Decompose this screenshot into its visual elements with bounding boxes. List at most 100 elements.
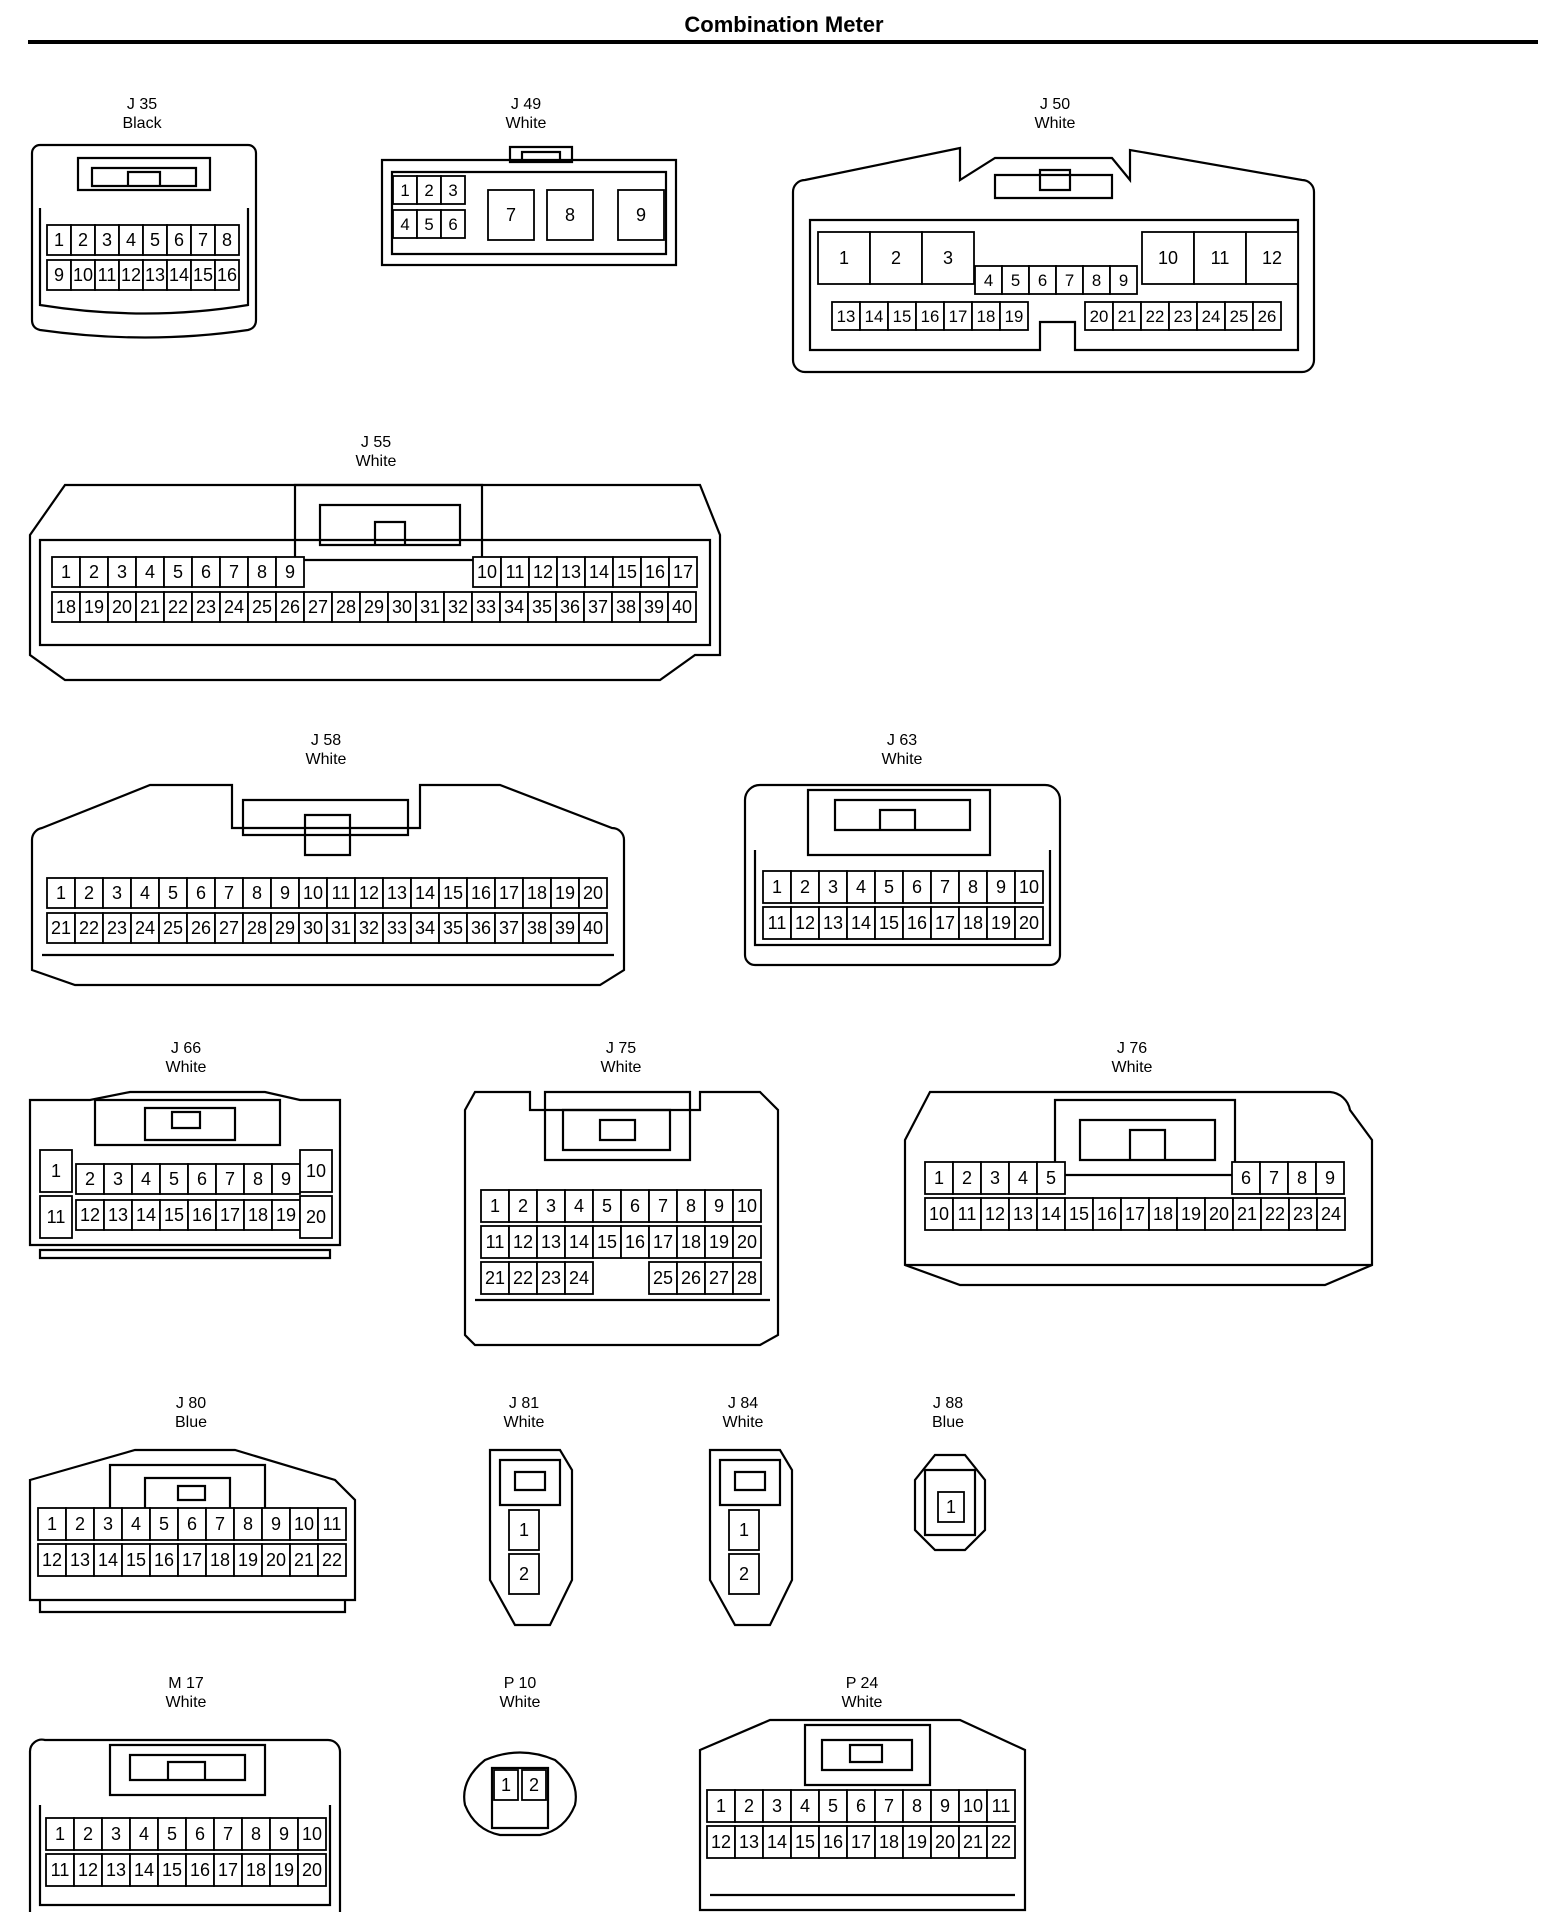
latch	[806, 788, 992, 857]
connector-color: Blue	[174, 1414, 208, 1431]
pin-cell	[1084, 301, 1114, 331]
pin-number: 3	[117, 562, 127, 582]
pin-number: 19	[1181, 1204, 1201, 1224]
connector-j88: 1	[913, 1453, 987, 1552]
pin-cell	[1008, 1197, 1038, 1231]
pin-number: 2	[84, 883, 94, 903]
pin-number: 1	[56, 883, 66, 903]
pin-number: 13	[145, 265, 165, 285]
pin-number: 2	[962, 1168, 972, 1188]
pin-cell	[921, 231, 975, 285]
pin-number: 23	[541, 1268, 561, 1288]
pin-number: 3	[546, 1196, 556, 1216]
housing-outline	[28, 1738, 342, 1912]
pin-number: 40	[672, 597, 692, 617]
housing-inner	[38, 1248, 332, 1260]
pin-cell	[546, 189, 594, 241]
connector-j84: 12	[708, 1448, 794, 1627]
pin-cell	[471, 591, 501, 623]
pin-number: 3	[111, 1824, 121, 1844]
pin-number: 2	[744, 1796, 754, 1816]
pin-number: 9	[996, 877, 1006, 897]
pin-cell	[317, 1543, 347, 1577]
pin-cell	[790, 906, 820, 940]
pin-number: 23	[196, 597, 216, 617]
pin-cell	[149, 1543, 179, 1577]
pin-cell	[762, 1825, 792, 1859]
pin-number: 14	[865, 307, 884, 326]
pin-number: 13	[1013, 1204, 1033, 1224]
pin-number: 10	[294, 1514, 314, 1534]
pin-number: 4	[139, 1824, 149, 1844]
pin-cell	[1288, 1197, 1318, 1231]
pin-number: 6	[187, 1514, 197, 1534]
pin-cell	[94, 259, 120, 291]
page-title: Combination Meter	[684, 12, 884, 37]
connector-id: J 80	[175, 1395, 207, 1412]
pin-number: 17	[653, 1232, 673, 1252]
pin-number: 14	[1041, 1204, 1061, 1224]
pin-cell	[592, 1225, 622, 1259]
pin-number: 8	[257, 562, 267, 582]
pin-number: 23	[1293, 1204, 1313, 1224]
pin-number: 12	[80, 1205, 100, 1225]
pin-number: 8	[686, 1196, 696, 1216]
pin-number: 40	[583, 918, 603, 938]
connector-id: J 63	[886, 732, 918, 749]
pin-number: 2	[529, 1775, 539, 1795]
pin-number: 17	[1125, 1204, 1145, 1224]
pin-number: 3	[448, 181, 457, 200]
pin-cell	[1014, 906, 1044, 940]
housing-outline	[30, 143, 258, 339]
pin-number: 2	[75, 1514, 85, 1534]
pin-cell	[536, 1225, 566, 1259]
pin-cell	[65, 1507, 95, 1541]
pin-cell	[186, 877, 216, 909]
pin-number: 6	[856, 1796, 866, 1816]
pin-number: 14	[569, 1232, 589, 1252]
pin-cell	[1036, 1161, 1066, 1195]
pin-number: 12	[985, 1204, 1005, 1224]
pin-cell	[846, 906, 876, 940]
connector-j81: 12	[488, 1448, 574, 1627]
pin-number: 8	[251, 1824, 261, 1844]
pin-number: 5	[828, 1796, 838, 1816]
pin-number: 18	[977, 307, 996, 326]
pin-number: 22	[322, 1550, 342, 1570]
pin-number: 13	[837, 307, 856, 326]
pin-cell	[924, 1161, 954, 1195]
latch	[76, 156, 212, 192]
pin-cell	[986, 870, 1016, 904]
pin-number: 13	[739, 1832, 759, 1852]
pin-number: 8	[565, 205, 575, 225]
pin-cell	[298, 912, 328, 944]
pin-cell	[734, 1789, 764, 1823]
pin-number: 32	[359, 918, 379, 938]
pin-number: 11	[98, 265, 117, 285]
pin-number: 2	[800, 877, 810, 897]
connector-color: White	[499, 1694, 541, 1711]
pin-number: 19	[907, 1832, 927, 1852]
pin-cell	[952, 1161, 982, 1195]
pin-number: 20	[1209, 1204, 1229, 1224]
pin-number: 20	[302, 1860, 322, 1880]
pin-number: 7	[884, 1796, 894, 1816]
pin-number: 15	[879, 913, 899, 933]
pin-number: 18	[246, 1860, 266, 1880]
pin-number: 21	[1237, 1204, 1257, 1224]
pin-number: 21	[485, 1268, 505, 1288]
pin-number: 9	[279, 1824, 289, 1844]
pin-cell	[247, 556, 277, 588]
pin-cell	[915, 301, 945, 331]
pin-number: 1	[739, 1520, 749, 1540]
pin-cell	[102, 877, 132, 909]
pin-number: 2	[85, 1169, 95, 1189]
pin-number: 24	[135, 918, 155, 938]
